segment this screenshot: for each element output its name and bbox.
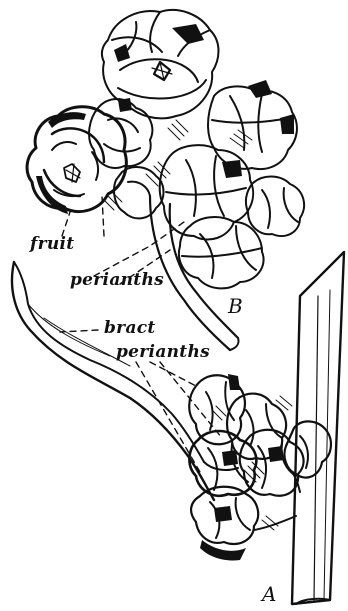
label-panel-a: A — [262, 584, 276, 604]
bract-and-stem-a — [12, 252, 344, 604]
label-perianths-upper: perianths — [70, 272, 164, 289]
label-perianths-lower: perianths — [116, 344, 210, 361]
flower-cluster-b — [27, 10, 304, 350]
label-panel-b: B — [228, 296, 243, 316]
label-fruit: fruit — [30, 236, 74, 253]
label-bract: bract — [104, 320, 156, 337]
